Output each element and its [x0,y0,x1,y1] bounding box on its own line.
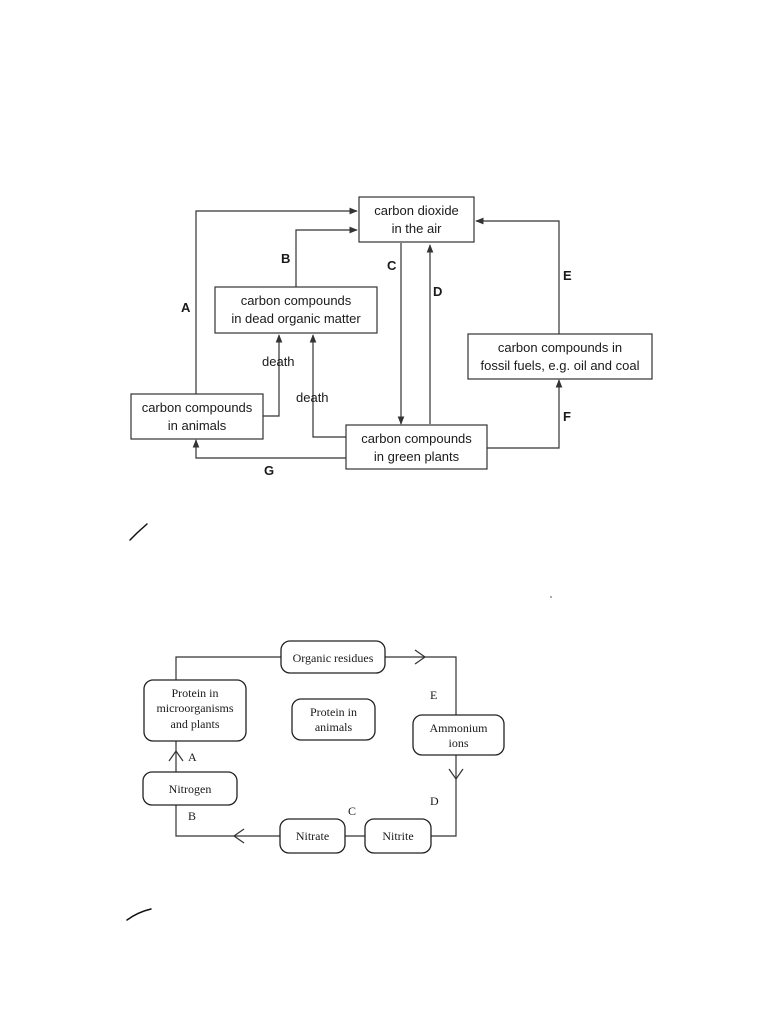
node-animals-line2: in animals [168,418,227,433]
n-arrow-right [448,768,464,781]
label-death-animals: death [262,354,295,369]
n-arrow-top [414,649,427,665]
label-death-plants: death [296,390,329,405]
node-co2-line2: in the air [392,221,443,236]
node-fossil-fuels: carbon compounds in fossil fuels, e.g. o… [467,333,653,380]
node-pa-line1: Protein in [310,705,357,719]
node-dead-line1: carbon compounds [241,293,352,308]
node-animals: carbon compounds in animals [130,393,264,440]
label-b: B [281,251,290,266]
n-line-top-left [175,656,281,680]
node-nitrogen-line1: Nitrogen [169,782,212,796]
n-label-a: A [188,750,197,764]
node-nitrogen: Nitrogen [142,771,238,806]
node-protein-animals: Protein in animals [291,698,376,741]
n-label-b: B [188,809,196,823]
node-plants-line1: carbon compounds [361,431,472,446]
node-nitrite-line1: Nitrite [382,829,413,843]
arrow-e [475,217,560,334]
nitrogen-cycle-diagram: Organic residues Protein in microorganis… [142,640,505,854]
n-label-e: E [430,688,437,702]
arrow-g [192,439,346,459]
n-line-top-right [385,656,457,715]
arrow-f [487,379,563,449]
stray-dot [550,596,552,598]
node-plants-line2: in green plants [374,449,460,464]
node-protein-microorganisms: Protein in microorganisms and plants [143,679,247,742]
n-arrow-a [168,749,184,762]
node-pa-line2: animals [315,720,353,734]
n-arrow-bottom [232,828,245,844]
node-am-line1: Ammonium [429,721,488,735]
arrow-death-plants [309,334,346,438]
node-pm-line2: microorganisms [156,701,233,715]
n-label-c: C [348,804,356,818]
n-line-right [431,755,457,837]
node-nitrate: Nitrate [279,818,346,854]
pen-tick-mark [126,908,152,921]
node-dead-line2: in dead organic matter [231,311,361,326]
node-animals-line1: carbon compounds [142,400,253,415]
label-f: F [563,409,571,424]
label-g: G [264,463,274,478]
node-am-line2: ions [448,736,468,750]
node-nitrate-line1: Nitrate [296,829,329,843]
carbon-cycle-diagram: carbon dioxide in the air carbon compoun… [130,196,653,478]
arrow-b [295,226,358,287]
node-pm-line1: Protein in [172,686,219,700]
node-nitrite: Nitrite [364,818,432,854]
node-fossil-line1: carbon compounds in [498,340,622,355]
n-line-bottom-left [175,805,280,837]
node-organic-line1: Organic residues [293,651,374,665]
node-co2-air: carbon dioxide in the air [358,196,475,243]
label-c: C [387,258,397,273]
label-d: D [433,284,442,299]
arrow-death-animals [263,334,283,417]
node-pm-line3: and plants [171,717,220,731]
n-label-d: D [430,794,439,808]
node-green-plants: carbon compounds in green plants [345,424,488,470]
node-co2-line1: carbon dioxide [374,203,459,218]
node-organic-residues: Organic residues [280,640,386,674]
node-fossil-line2: fossil fuels, e.g. oil and coal [481,358,640,373]
node-dead-organic-matter: carbon compounds in dead organic matter [214,286,378,334]
arrow-a [195,207,358,394]
node-ammonium-ions: Ammonium ions [412,714,505,756]
label-e: E [563,268,572,283]
pen-tick-mark [129,523,148,541]
label-a: A [181,300,191,315]
